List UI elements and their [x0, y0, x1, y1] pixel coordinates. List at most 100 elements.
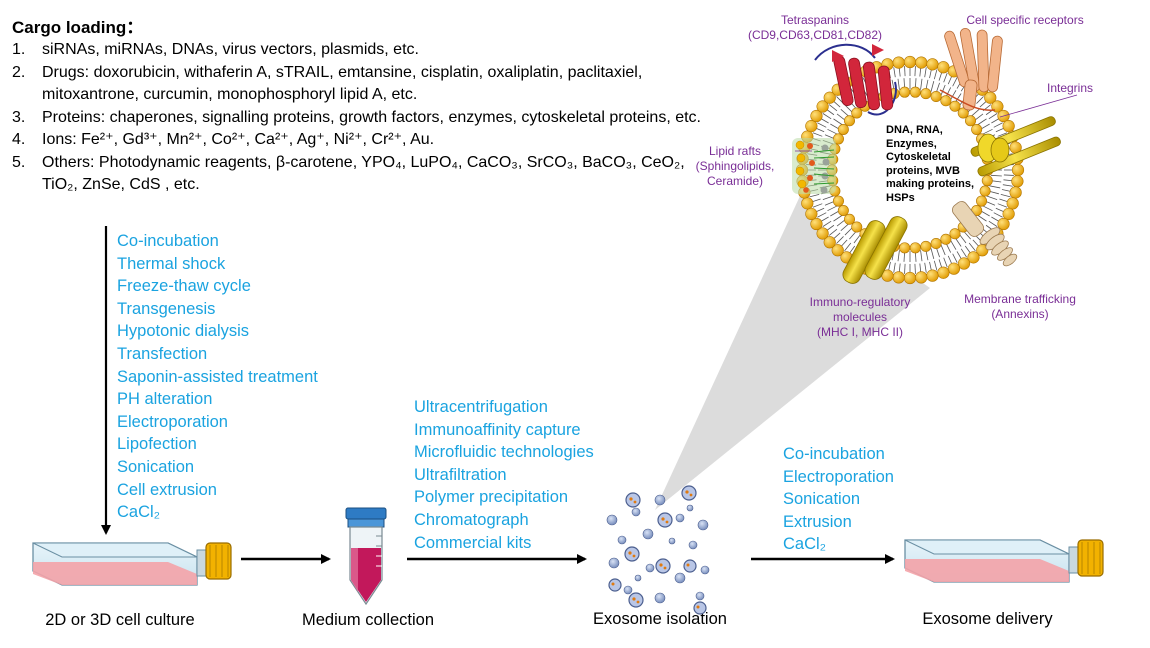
lipid-tail	[982, 205, 993, 212]
lipid-tail	[822, 113, 832, 120]
delivery-method: Extrusion	[783, 512, 852, 531]
lipid-head-outer	[1002, 207, 1015, 221]
lipid-tail	[997, 203, 1008, 208]
lipid-tail	[993, 122, 1003, 128]
lipid-head-outer	[967, 251, 980, 264]
lipid-tail	[809, 193, 820, 198]
lipid-tail	[960, 248, 967, 258]
lipid-head-inner	[940, 95, 952, 107]
label-membrane-trafficking: Membrane trafficking (Annexins)	[964, 292, 1076, 321]
lipid-tail	[812, 203, 823, 208]
stage-label-culture: 2D or 3D cell culture	[45, 611, 195, 629]
lipid-tail	[993, 212, 1003, 218]
lipid-head-outer	[957, 257, 971, 270]
cargo-item: 2.Drugs: doxorubicin, withaferin A, sTRA…	[12, 63, 643, 104]
lipid-head-inner	[843, 213, 855, 225]
loading-method: Transgenesis	[117, 299, 216, 318]
loading-method: Cell extrusion	[117, 480, 217, 499]
lipid-tail	[952, 253, 958, 263]
lipid-head-outer	[892, 271, 905, 284]
lipid-tail	[1002, 184, 1013, 187]
lipid-head-outer	[937, 61, 950, 74]
isolation-method: Immunoaffinity capture	[414, 420, 581, 439]
loading-method: Thermal shock	[117, 254, 226, 273]
lipid-head-outer	[903, 271, 917, 285]
stage-label-medium: Medium collection	[301, 611, 435, 629]
lipid-tail	[853, 234, 862, 244]
loading-method: Freeze-thaw cycle	[117, 277, 251, 296]
lipid-tail	[968, 242, 976, 252]
lipid-tail	[920, 78, 923, 90]
lipid-head-inner	[837, 205, 849, 217]
lipid-head-inner	[949, 100, 961, 112]
lipid-head-inner	[965, 115, 977, 127]
lipid-tail	[833, 118, 843, 126]
isolation-method: Microfluidic technologies	[414, 443, 594, 462]
exosome-cargo-text: DNA, RNA, Enzymes, Cytoskeletal proteins…	[886, 124, 975, 204]
lipid-head-inner	[920, 240, 932, 252]
lipid-head-inner	[940, 233, 952, 245]
isolation-method: Polymer precipitation	[414, 488, 569, 507]
lipid-tail	[982, 128, 993, 135]
cargo-item: 3.Proteins: chaperones, signalling prote…	[12, 108, 701, 126]
delivery-method: CaCl₂	[783, 535, 827, 554]
lipid-head-outer	[810, 109, 823, 123]
lipid-head-inner	[851, 221, 863, 233]
annexin-icon	[952, 201, 1018, 267]
lipid-head-outer	[915, 56, 928, 69]
lipid-head-outer	[1002, 119, 1015, 133]
lipid-head-inner	[957, 107, 969, 119]
lipid-head-outer	[801, 197, 814, 210]
cell-receptor-icon	[939, 28, 1003, 111]
lipid-head-outer	[1011, 163, 1025, 177]
lipid-tail	[897, 78, 900, 90]
loading-methods-list: Co-incubation Thermal shock Freeze-thaw …	[117, 230, 318, 524]
lipid-tail	[930, 248, 935, 259]
lipid-tail	[970, 109, 980, 117]
cargo-item: 1.siRNAs, miRNAs, DNAs, virus vectors, p…	[12, 41, 419, 58]
lipid-tail	[827, 128, 838, 135]
lipid-tail	[817, 212, 827, 218]
delivery-method: Electroporation	[783, 467, 894, 486]
cargo-loading-title: Cargo loading：	[12, 18, 144, 37]
loading-method: CaCl₂	[117, 503, 161, 522]
lipid-head-inner	[979, 185, 991, 197]
lipid-head-outer	[926, 58, 939, 71]
lipid-tail	[958, 234, 967, 244]
loading-method: Saponin-assisted treatment	[117, 367, 318, 386]
stage-label-isolation: Exosome isolation	[593, 610, 727, 628]
lipid-tail	[897, 250, 900, 262]
loading-method: Sonication	[117, 457, 195, 476]
loading-method: PH alteration	[117, 390, 213, 409]
lipid-head-outer	[947, 262, 961, 275]
label-immuno-regulatory: Immuno-regulatory molecules (MHC I, MHC …	[809, 295, 911, 339]
tetraspanin-icon	[814, 43, 897, 116]
label-lipid-rafts: Lipid rafts (Sphingolipids, Ceramide)	[695, 144, 775, 188]
exosome-cluster-icon	[606, 485, 710, 615]
lipid-tail	[933, 69, 938, 80]
lipid-head-inner	[843, 115, 855, 127]
lipid-head-outer	[1006, 197, 1019, 210]
lipid-tail	[943, 72, 948, 83]
lipid-head-outer	[816, 100, 829, 113]
isolation-methods-list: Ultracentrifugation Immunoaffinity captu…	[414, 396, 594, 554]
lipid-head-outer	[831, 244, 844, 257]
lipid-head-inner	[909, 86, 921, 98]
lipid-tail	[844, 104, 854, 114]
exosome-structure-icon	[792, 28, 1078, 285]
lipid-head-outer	[892, 56, 905, 69]
lipid-tail	[997, 132, 1008, 137]
delivery-method: Sonication	[783, 490, 861, 509]
lipid-head-inner	[837, 123, 849, 135]
lipid-tail	[828, 228, 838, 236]
mhc-molecule-icon	[842, 216, 908, 284]
lipid-tail	[986, 195, 998, 200]
lipid-head-inner	[851, 107, 863, 119]
loading-method: Transfection	[117, 344, 208, 363]
cargo-item: 4.Ions: Fe²⁺, Gd³⁺, Mn²⁺, Co²⁺, Ca²⁺, Ag…	[12, 131, 435, 148]
lipid-tail	[989, 185, 1001, 189]
loading-method: Lipofection	[117, 435, 197, 454]
lipid-head-inner	[981, 175, 993, 187]
lipid-head-outer	[816, 227, 829, 240]
